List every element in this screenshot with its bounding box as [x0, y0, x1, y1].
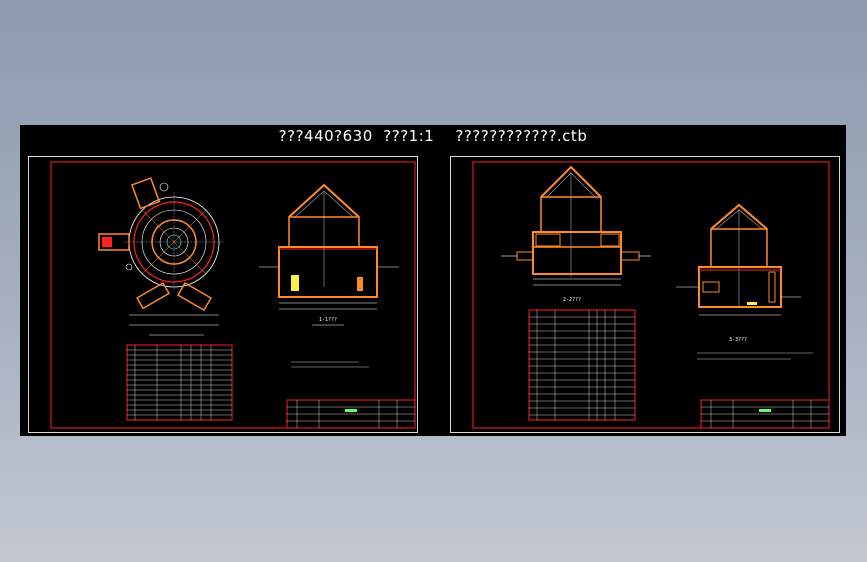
section-1-caption: 1-1???	[319, 317, 338, 323]
window-title: ???440?630 ???1:1 ????????????.ctb	[278, 127, 588, 145]
drawing-sheet-left[interactable]: 1-1???	[28, 156, 418, 433]
title-block-right	[700, 399, 830, 429]
materials-table-left	[126, 344, 233, 421]
section-view-1	[259, 183, 399, 326]
drawing-sheet-right[interactable]: 2-2??? 3-3???	[450, 156, 840, 433]
sheet-right-drawing	[472, 161, 830, 429]
section-view-3	[676, 203, 801, 316]
materials-table-right	[528, 309, 636, 421]
cad-viewport[interactable]: ???440?630 ???1:1 ????????????.ctb	[20, 125, 846, 436]
section-3-caption: 3-3???	[729, 337, 748, 343]
title-block-left	[286, 399, 416, 429]
section-2-caption: 2-2???	[563, 297, 582, 303]
sheet-left-drawing	[50, 161, 416, 429]
section-view-2	[501, 165, 651, 286]
plan-view	[98, 177, 224, 312]
